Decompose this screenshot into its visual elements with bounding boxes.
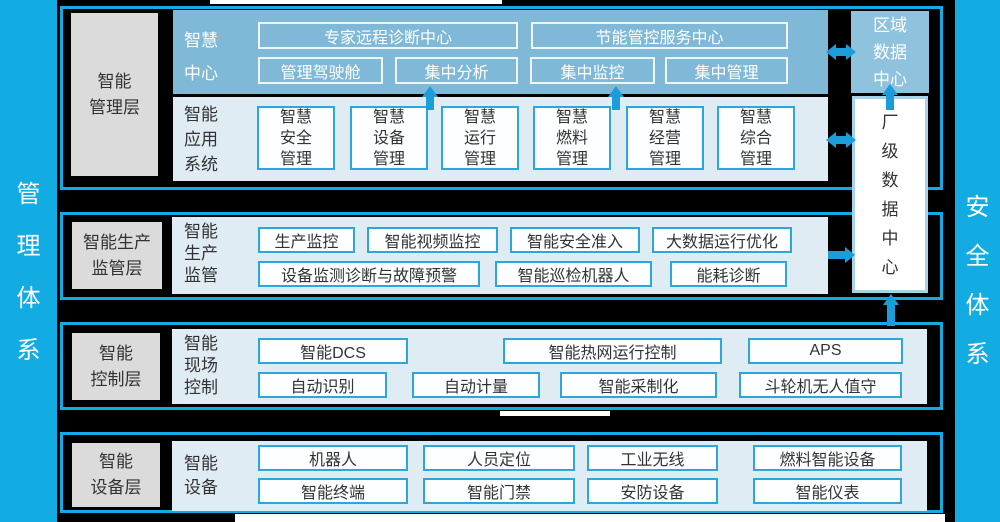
box-smart-dcs: 智能DCS bbox=[258, 338, 408, 364]
layer3-bottom-edge-strip bbox=[500, 411, 610, 416]
smart-center-label: 智慧 中心 bbox=[184, 31, 218, 83]
box-centralized-analysis: 集中分析 bbox=[395, 57, 518, 84]
smart-equipment-label: 智能 设备 bbox=[184, 454, 218, 497]
box-smart-operation-management: 智慧 运行 管理 bbox=[441, 106, 519, 170]
box-equipment-diagnosis-fault-warning: 设备监测诊断与故障预警 bbox=[258, 261, 480, 287]
box-centralized-monitoring: 集中监控 bbox=[530, 57, 655, 84]
box-smart-equipment-management: 智慧 设备 管理 bbox=[350, 106, 428, 170]
box-energy-consumption-diagnosis: 能耗诊断 bbox=[670, 261, 787, 287]
field-control-label: 智能 现场 控制 bbox=[184, 334, 218, 397]
box-auto-identification: 自动识别 bbox=[258, 372, 387, 398]
bottom-edge-strip bbox=[235, 514, 945, 522]
box-production-monitoring: 生产监控 bbox=[258, 227, 355, 253]
box-expert-remote-diagnosis-center: 专家远程诊断中心 bbox=[258, 22, 518, 49]
box-smart-inspection-robot: 智能巡检机器人 bbox=[495, 261, 652, 287]
box-smart-business-management: 智慧 经营 管理 bbox=[626, 106, 704, 170]
box-energy-control-service-center: 节能管控服务中心 bbox=[531, 22, 788, 49]
top-edge-strip bbox=[210, 0, 502, 4]
box-robot: 机器人 bbox=[258, 445, 408, 471]
layer2-title: 智能生产 监管层 bbox=[72, 222, 162, 289]
plant-level-data-center: 厂 级 数 据 中 心 bbox=[852, 96, 928, 293]
box-smart-heat-network-control: 智能热网运行控制 bbox=[503, 338, 722, 364]
box-smart-video-surveillance: 智能视频监控 bbox=[367, 227, 498, 253]
regional-data-center: 区域 数据 中心 bbox=[851, 11, 929, 93]
box-smart-fuel-management: 智慧 燃料 管理 bbox=[533, 106, 611, 170]
box-unmanned-bucket-wheel: 斗轮机无人值守 bbox=[739, 372, 902, 398]
box-smart-safety-management: 智慧 安全 管理 bbox=[257, 106, 335, 170]
box-security-equipment: 安防设备 bbox=[587, 478, 718, 504]
box-smart-safety-access: 智能安全准入 bbox=[510, 227, 640, 253]
box-industrial-wireless: 工业无线 bbox=[587, 445, 718, 471]
box-centralized-management: 集中管理 bbox=[665, 57, 788, 84]
box-fuel-smart-equipment: 燃料智能设备 bbox=[753, 445, 902, 471]
smart-center-panel bbox=[173, 10, 828, 94]
right-side-bar bbox=[955, 0, 1000, 522]
box-bigdata-operation-optimization: 大数据运行优化 bbox=[652, 227, 792, 253]
left-system-label: 管 理 体 系 bbox=[16, 181, 41, 364]
layer1-title: 智能 管理层 bbox=[71, 13, 158, 176]
left-side-bar bbox=[0, 0, 57, 522]
layer3-title: 智能 控制层 bbox=[72, 333, 160, 400]
layer4-title: 智能 设备层 bbox=[72, 443, 160, 507]
box-smart-access-control: 智能门禁 bbox=[423, 478, 575, 504]
box-personnel-positioning: 人员定位 bbox=[423, 445, 575, 471]
box-smart-comprehensive-management: 智慧 综合 管理 bbox=[717, 106, 795, 170]
box-smart-terminal: 智能终端 bbox=[258, 478, 408, 504]
app-system-label: 智能 应用 系统 bbox=[184, 105, 218, 174]
box-management-cockpit: 管理驾驶舱 bbox=[258, 57, 383, 84]
box-smart-sampling: 智能采制化 bbox=[560, 372, 717, 398]
production-supervision-label: 智能 生产 监管 bbox=[184, 222, 218, 285]
box-smart-instrument: 智能仪表 bbox=[753, 478, 902, 504]
box-auto-metering: 自动计量 bbox=[412, 372, 540, 398]
right-system-label: 安 全 体 系 bbox=[965, 194, 990, 368]
box-aps: APS bbox=[748, 338, 903, 364]
